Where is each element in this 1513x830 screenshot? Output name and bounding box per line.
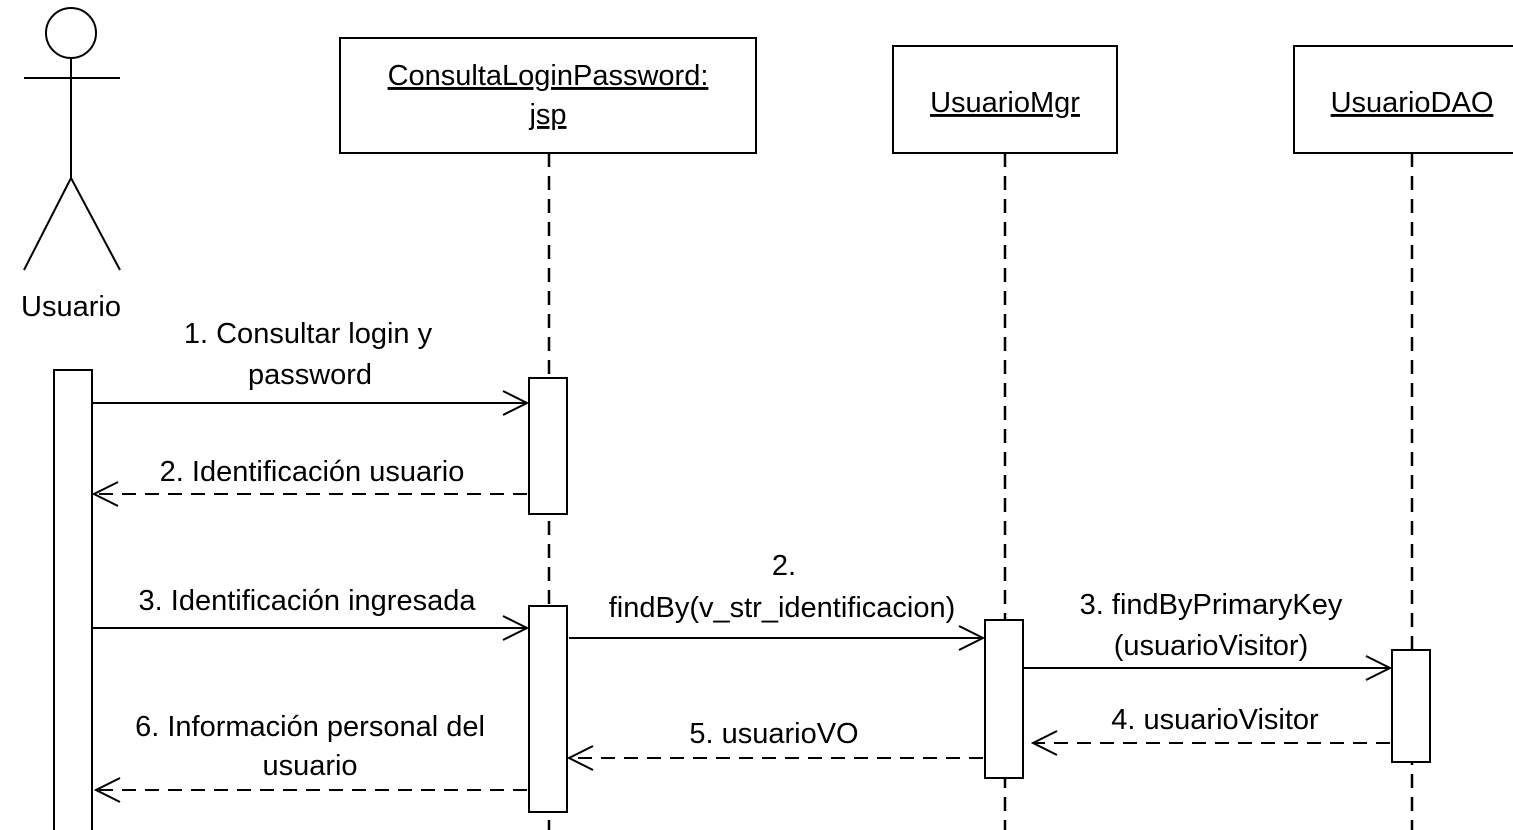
message-findby	[569, 625, 986, 651]
message-findbyprimarykey-label-cont: (usuarioVisitor)	[1114, 630, 1308, 662]
message-findbyprimarykey	[1023, 655, 1393, 681]
object-consultaloginpassword-subtitle: jsp	[528, 99, 566, 131]
message-5-label: 5. usuarioVO	[689, 718, 858, 750]
activation-bar-actor	[53, 369, 93, 830]
message-1-label-cont: password	[248, 359, 372, 391]
activation-bar-mgr	[984, 619, 1024, 779]
object-consultaloginpassword-title: ConsultaLoginPassword:	[388, 60, 709, 92]
object-usuariomgr: UsuarioMgr	[892, 45, 1118, 154]
message-findby-label: 2.	[772, 550, 796, 582]
object-usuariodao-title: UsuarioDAO	[1331, 87, 1494, 119]
message-1	[92, 390, 530, 416]
activation-bar-jsp-1	[528, 377, 568, 515]
message-5-return	[566, 745, 983, 771]
message-4-label: 4. usuarioVisitor	[1111, 704, 1319, 736]
message-findbyprimarykey-label: 3. findByPrimaryKey	[1080, 589, 1343, 621]
message-6-label: 6. Información personal del	[135, 711, 485, 743]
activation-bar-jsp-2	[528, 605, 568, 813]
message-2-return	[91, 481, 527, 507]
object-usuariomgr-title: UsuarioMgr	[930, 87, 1080, 119]
actor-name: Usuario	[21, 291, 121, 323]
message-findby-label-cont: findBy(v_str_identificacion)	[609, 592, 956, 624]
message-3	[92, 615, 530, 641]
message-1-label: 1. Consultar login y	[184, 318, 433, 350]
message-6-label-cont: usuario	[262, 750, 357, 782]
activation-bar-dao	[1391, 649, 1431, 763]
object-consultaloginpassword: ConsultaLoginPassword: jsp	[339, 37, 757, 154]
message-6-return	[93, 777, 527, 803]
message-3-label: 3. Identificación ingresada	[139, 585, 477, 617]
message-4-return	[1030, 730, 1390, 756]
object-usuariodao: UsuarioDAO	[1293, 45, 1513, 154]
actor-figure-icon	[23, 7, 121, 271]
message-2-label: 2. Identificación usuario	[160, 456, 465, 488]
